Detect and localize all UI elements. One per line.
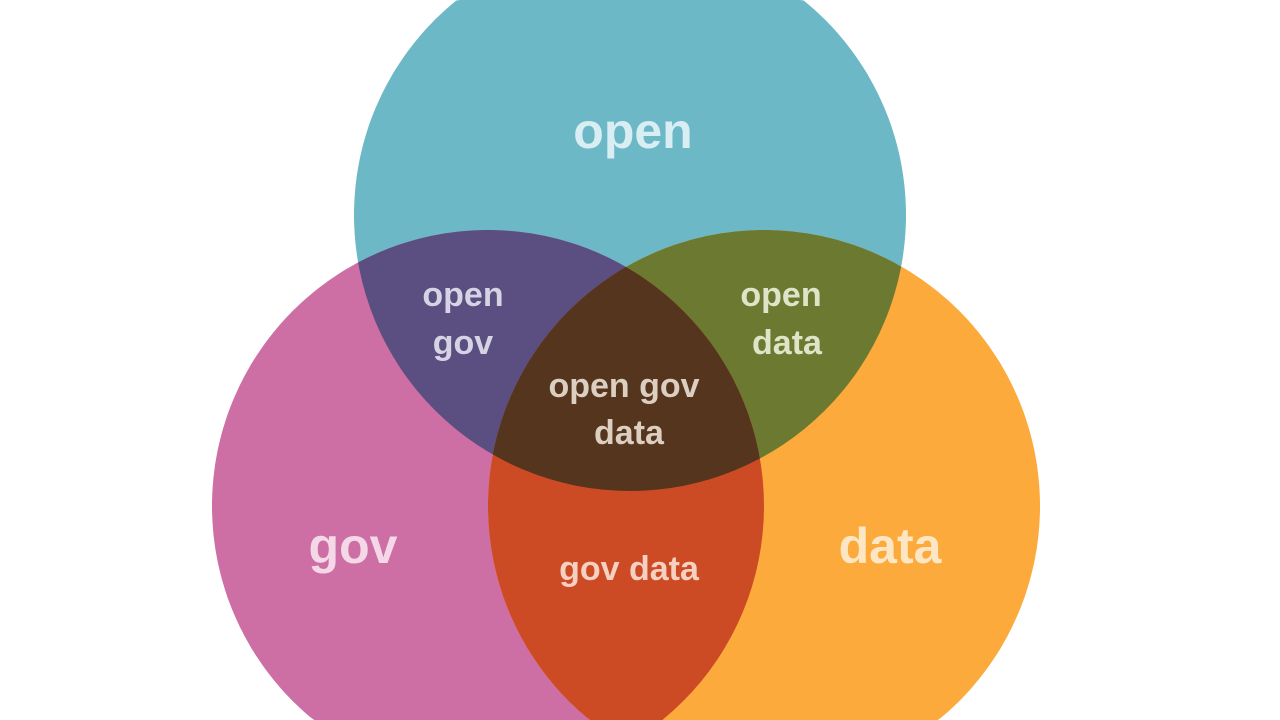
gov-data-label: gov data [559,550,700,588]
open-data-label-line1: open [740,276,821,314]
open-label: open [573,103,692,159]
open-gov-label-line2: gov [433,324,494,362]
open-gov-data-label-line1: open gov [548,367,699,405]
open-data-label-line2: data [752,324,823,362]
open-gov-data-region [488,230,764,491]
open-gov-label-line1: open [422,276,503,314]
data-label: data [839,518,943,574]
gov-label: gov [309,518,398,574]
open-gov-data-label-line2: data [594,414,665,452]
